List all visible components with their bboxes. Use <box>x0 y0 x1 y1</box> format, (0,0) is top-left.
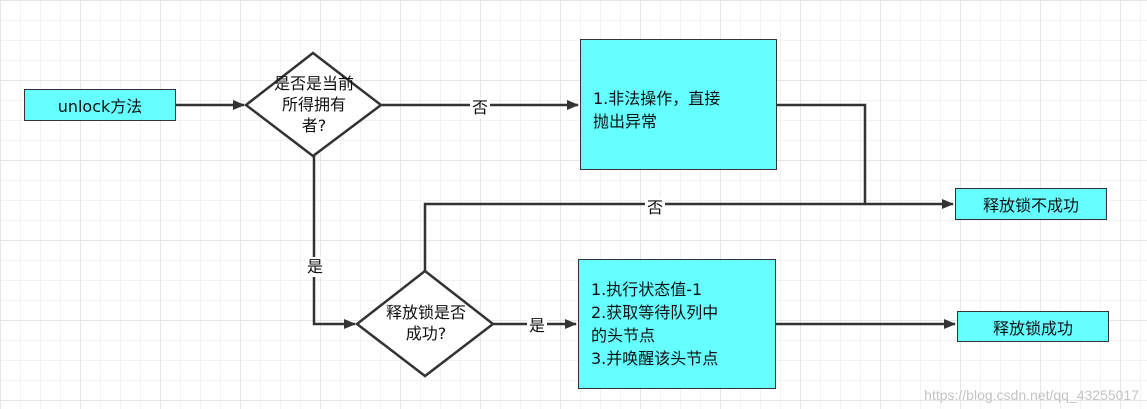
release-step-1: 1.执行状态值-1 <box>591 280 703 299</box>
release-step-2: 2.获取等待队列中 <box>591 303 719 322</box>
owner-check-line-2: 所得拥有 <box>281 95 346 114</box>
release-step-3: 3.并唤醒该头节点 <box>591 349 719 368</box>
decision-diamond-owner-check <box>243 51 384 158</box>
owner-check-line-3: 者? <box>301 116 327 135</box>
edge-illegal-to-fail <box>777 103 954 209</box>
edge-label-owner-no: 否 <box>470 98 491 118</box>
process-illegal-operation: 1.非法操作，直接 抛出异常 <box>580 39 777 170</box>
release-step-2-cont: 的头节点 <box>591 326 656 345</box>
edge-label-release-no: 否 <box>645 198 666 218</box>
release-check-line-1: 释放锁是否 <box>385 303 466 322</box>
result-release-failed: 释放锁不成功 <box>955 188 1107 220</box>
process-release-lock: 1.执行状态值-1 2.获取等待队列中 的头节点 3.并唤醒该头节点 <box>578 259 776 389</box>
owner-check-text: 是否是当前 所得拥有 者? <box>258 73 370 136</box>
edge-label-owner-yes: 是 <box>305 257 326 277</box>
start-node-unlock-method: unlock方法 <box>24 89 176 121</box>
release-check-text: 释放锁是否 成功? <box>368 302 484 344</box>
edge-label-release-yes: 是 <box>527 316 548 336</box>
release-check-line-2: 成功? <box>405 324 447 343</box>
decision-diamond-release-check <box>354 269 496 378</box>
source-watermark: https://blog.csdn.net/qq_43255017 <box>924 387 1139 403</box>
owner-check-line-1: 是否是当前 <box>273 74 354 93</box>
illegal-line-1: 1.非法操作，直接 <box>593 89 721 108</box>
edge-owner-yes <box>312 156 356 329</box>
illegal-line-2: 抛出异常 <box>593 112 658 131</box>
edge-release-no <box>423 202 865 271</box>
result-release-success: 释放锁成功 <box>957 311 1109 342</box>
